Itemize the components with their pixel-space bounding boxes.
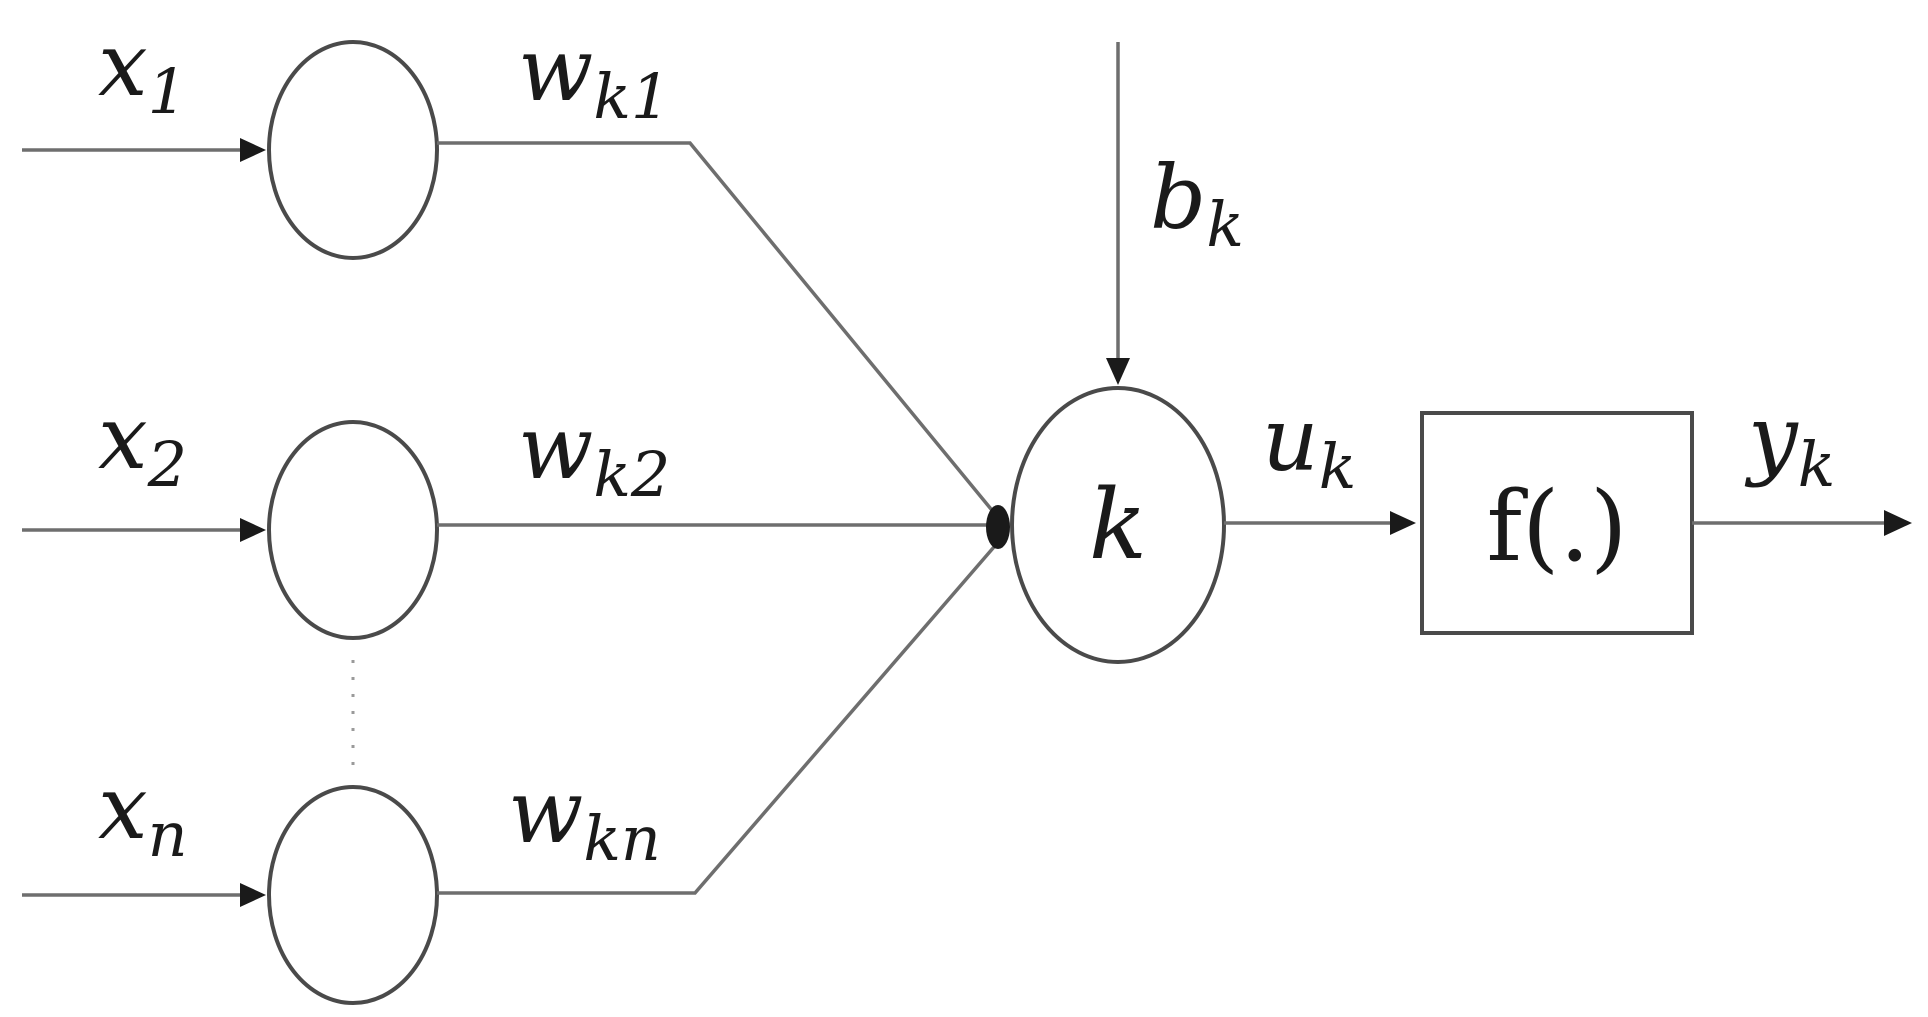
- input-label-1: x1: [98, 13, 187, 128]
- activation-label: f(.): [1487, 471, 1628, 583]
- arrow-icon: [1106, 358, 1130, 385]
- neuron-label: k: [1089, 469, 1147, 581]
- activation-box: [1420, 411, 1694, 635]
- input-node-1: [267, 40, 439, 260]
- weight-label-1: wk1: [518, 18, 670, 133]
- arrow-icon: [1884, 510, 1912, 536]
- input-node-2: [267, 420, 439, 640]
- input-node-n: [267, 785, 439, 1005]
- net-label: uk: [1262, 388, 1356, 503]
- input-label-2: x2: [98, 386, 187, 501]
- arrow-icon: [240, 518, 266, 542]
- arrow-icon: [240, 883, 266, 907]
- bias-label: bk: [1150, 146, 1244, 261]
- arrow-icon: [240, 138, 266, 162]
- weight-label-n: wkn: [508, 760, 661, 875]
- junction-dot: [986, 505, 1010, 549]
- neuron-node: [1010, 386, 1226, 664]
- output-label: yk: [1744, 386, 1835, 501]
- weight-connection-1: [437, 141, 1002, 522]
- arrow-icon: [1390, 511, 1416, 535]
- weight-label-2: wk2: [518, 396, 670, 511]
- input-label-n: xn: [98, 756, 188, 871]
- weight-connection-n: [437, 538, 1002, 895]
